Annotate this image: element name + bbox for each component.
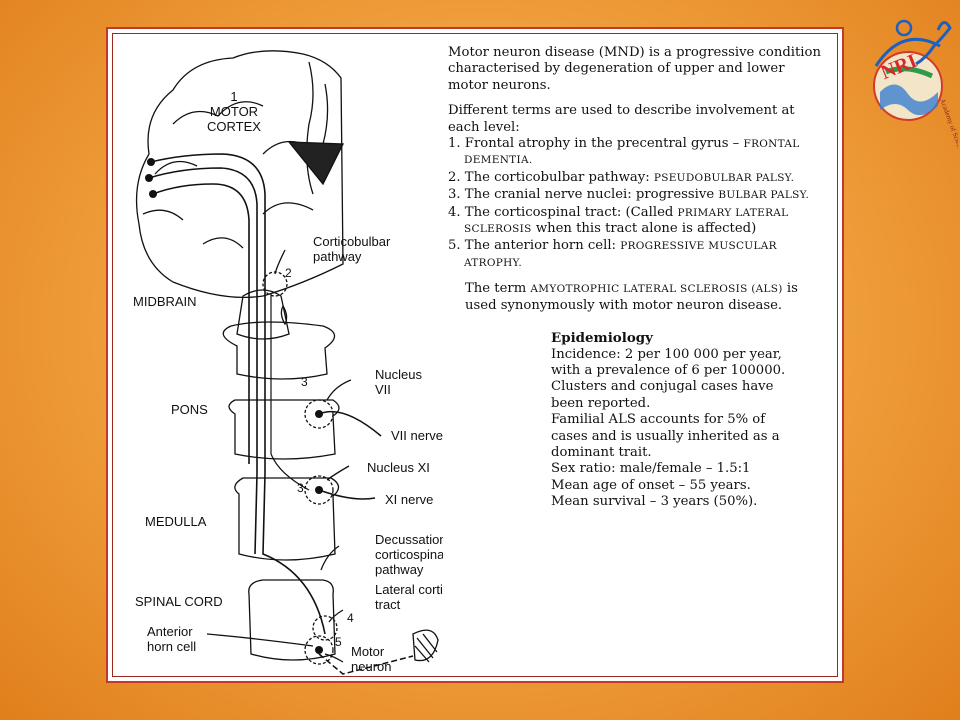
level-item: 2. The corticobulbar pathway: PSEUDOBULB… xyxy=(448,169,795,185)
nri-logo: NRI Academy of Sciences xyxy=(873,19,958,156)
text-column: Motor neuron disease (MND) is a progress… xyxy=(448,45,828,511)
epi-line: with a prevalence of 6 per 100000. xyxy=(551,362,786,378)
level-item: 4. The corticospinal tract: (Called PRIM… xyxy=(448,204,789,237)
level-item: 5. The anterior horn cell: PROGRESSIVE M… xyxy=(448,238,777,269)
label-decussation-3: pathway xyxy=(375,562,424,577)
epi-line: cases and is usually inherited as a xyxy=(551,428,780,444)
label-motor-cortex-3: CORTEX xyxy=(207,119,261,134)
tract-4 xyxy=(270,294,310,491)
epi-line: Familial ALS accounts for 5% of xyxy=(551,412,766,428)
label-xi-nerve: XI nerve xyxy=(385,492,433,507)
label-motor-neuron-2: neuron xyxy=(351,659,391,674)
epi-line: dominant trait. xyxy=(551,444,652,460)
levels-list: 1. Frontal atrophy in the precentral gyr… xyxy=(448,136,828,271)
label-num-4: 4 xyxy=(347,611,354,625)
label-midbrain: MIDBRAIN xyxy=(133,294,197,309)
epi-line: Incidence: 2 per 100 000 per year, xyxy=(551,346,782,362)
epi-line: Mean survival – 3 years (50%). xyxy=(551,494,758,510)
label-decussation-1: Decussation of xyxy=(375,532,443,547)
label-num-3a: 3 xyxy=(301,375,308,389)
label-num-3b: 3 xyxy=(297,481,304,495)
label-lateral-2: tract xyxy=(375,597,401,612)
level-item: 1. Frontal atrophy in the precentral gyr… xyxy=(448,136,800,167)
epi-line: been reported. xyxy=(551,395,651,411)
label-corticobulbar-1: Corticobulbar xyxy=(313,234,391,249)
midbrain-outline xyxy=(236,289,290,340)
epidemiology-title: Epidemiology xyxy=(551,330,653,347)
epi-line: Clusters and conjugal cases have xyxy=(551,379,774,395)
spinal-outline xyxy=(248,579,336,661)
label-anterior-horn-1: Anterior xyxy=(147,624,193,639)
label-pons: PONS xyxy=(171,402,208,417)
epi-line: Sex ratio: male/female – 1.5:1 xyxy=(551,461,751,477)
label-vii-nerve: VII nerve xyxy=(391,428,443,443)
label-num-2: 2 xyxy=(285,266,292,280)
pons-outline xyxy=(222,321,336,380)
epidemiology-section: Epidemiology Incidence: 2 per 100 000 pe… xyxy=(551,330,828,510)
tract-1 xyxy=(150,153,326,635)
tract-2 xyxy=(148,167,258,555)
epi-line: Mean age of onset – 55 years. xyxy=(551,477,751,493)
label-anterior-horn-2: horn cell xyxy=(147,639,196,654)
label-motor-cortex-2: MOTOR xyxy=(210,104,258,119)
tract-3 xyxy=(152,183,250,464)
label-motor-neuron-1: Motor xyxy=(351,644,385,659)
label-medulla: MEDULLA xyxy=(145,514,207,529)
cortex-outline xyxy=(135,50,344,299)
neuro-diagram: 1 MOTOR CORTEX Corticobulbar pathway 2 M… xyxy=(133,50,443,675)
label-nucleus-vii-2: VII xyxy=(375,382,391,397)
label-num-5: 5 xyxy=(335,635,342,649)
label-corticobulbar-2: pathway xyxy=(313,249,362,264)
label-spinal-cord: SPINAL CORD xyxy=(135,594,223,609)
label-lateral-1: Lateral corticospinal xyxy=(375,582,443,597)
terms-intro: Different terms are used to describe inv… xyxy=(448,103,795,135)
intro-paragraph: Motor neuron disease (MND) is a progress… xyxy=(448,45,821,93)
label-nucleus-vii-1: Nucleus xyxy=(375,367,422,382)
pons-lower xyxy=(228,399,340,460)
als-paragraph: The term AMYOTROPHIC LATERAL SCLEROSIS (… xyxy=(465,281,798,313)
label-decussation-2: corticospinal xyxy=(375,547,443,562)
level-item: 3. The cranial nerve nuclei: progressive… xyxy=(448,187,810,203)
book-page: 1 MOTOR CORTEX Corticobulbar pathway 2 M… xyxy=(112,33,838,677)
label-motor-cortex-1: 1 xyxy=(230,89,237,104)
slide-frame: 1 MOTOR CORTEX Corticobulbar pathway 2 M… xyxy=(106,27,844,683)
label-nucleus-xi: Nucleus XI xyxy=(367,460,430,475)
logo-subtitle: Academy of Sciences xyxy=(938,97,958,156)
